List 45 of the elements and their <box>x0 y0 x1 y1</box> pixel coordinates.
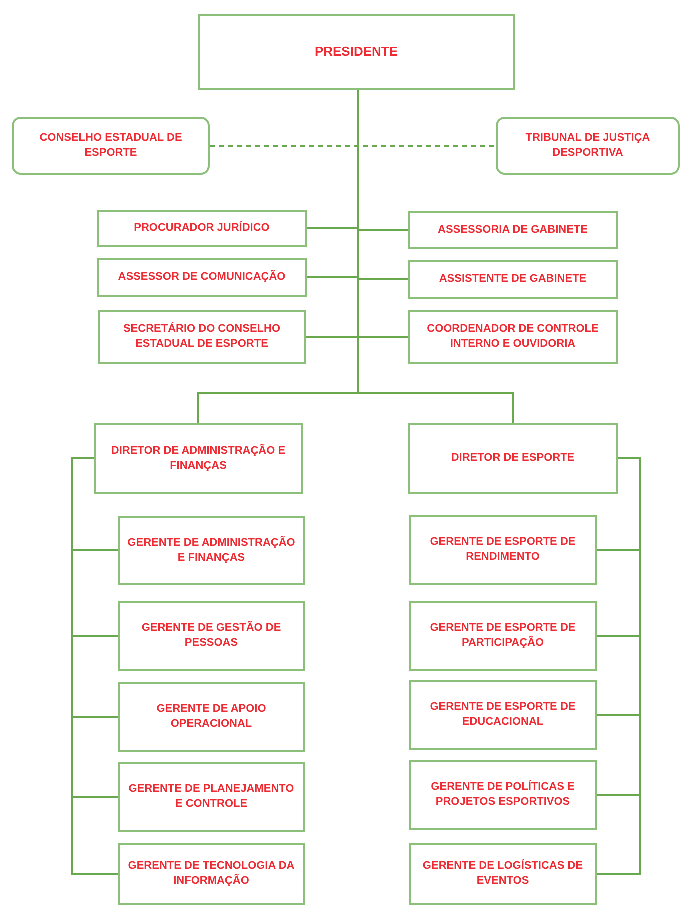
org-box <box>118 682 305 752</box>
box-label: GERENTE DE APOIO OPERACIONAL <box>156 702 268 732</box>
org-box <box>408 423 618 494</box>
org-box <box>94 423 303 494</box>
org-box <box>409 680 597 750</box>
box-label: ASSISTENTE DE GABINETE <box>439 272 587 287</box>
box-label: SECRETÁRIO DO CONSELHO ESTADUAL DE ESPORTE <box>122 322 282 352</box>
box-label: TRIBUNAL DE JUSTIÇA DESPORTIVA <box>524 131 652 161</box>
org-box <box>409 843 597 905</box>
box-label: ASSESSOR DE COMUNICAÇÃO <box>118 270 286 285</box>
org-box <box>409 515 597 585</box>
dashed-connector <box>210 145 496 147</box>
org-box <box>118 762 305 832</box>
org-box <box>97 210 307 247</box>
box-label: CONSELHO ESTADUAL DE ESPORTE <box>38 131 184 161</box>
box-label: GERENTE DE PLANEJAMENTO E CONTROLE <box>128 782 296 812</box>
box-label: GERENTE DE ESPORTE DE PARTICIPAÇÃO <box>429 621 577 651</box>
root-box <box>198 14 515 90</box>
org-box <box>118 601 305 671</box>
org-box <box>98 310 306 364</box>
box-label: COORDENADOR DE CONTROLE INTERNO E OUVIDORIA <box>426 322 600 352</box>
org-box <box>408 260 618 299</box>
org-box <box>97 258 307 297</box>
box-label: GERENTE DE POLÍTICAS E PROJETOS ESPORTIVOS <box>430 780 576 810</box>
box-label: GERENTE DE GESTÃO DE PESSOAS <box>140 621 282 651</box>
box-label: DIRETOR DE ESPORTE <box>451 451 575 466</box>
box-label: GERENTE DE ADMINISTRAÇÃO E FINANÇAS <box>126 536 296 566</box>
rounded-box <box>12 117 210 175</box>
org-box <box>409 760 597 830</box>
connector-line <box>597 458 641 875</box>
box-label: PRESIDENTE <box>314 43 398 61</box>
box-label: DIRETOR DE ADMINISTRAÇÃO E FINANÇAS <box>110 444 287 474</box>
box-label: GERENTE DE TECNOLOGIA DA INFORMAÇÃO <box>127 859 296 889</box>
box-label: ASSESSORIA DE GABINETE <box>438 222 588 238</box>
org-box <box>408 310 618 364</box>
org-box <box>118 516 305 585</box>
box-label: GERENTE DE ESPORTE DE RENDIMENTO <box>429 535 577 565</box>
org-box <box>409 601 597 671</box>
org-box <box>408 211 618 249</box>
rounded-box <box>496 117 680 175</box>
box-label: GERENTE DE LOGÍSTICAS DE EVENTOS <box>422 859 584 889</box>
box-label: GERENTE DE ESPORTE DE EDUCACIONAL <box>429 700 577 730</box>
org-box <box>118 843 305 905</box>
box-label: PROCURADOR JURÍDICO <box>134 221 270 236</box>
connector-line <box>71 458 118 875</box>
